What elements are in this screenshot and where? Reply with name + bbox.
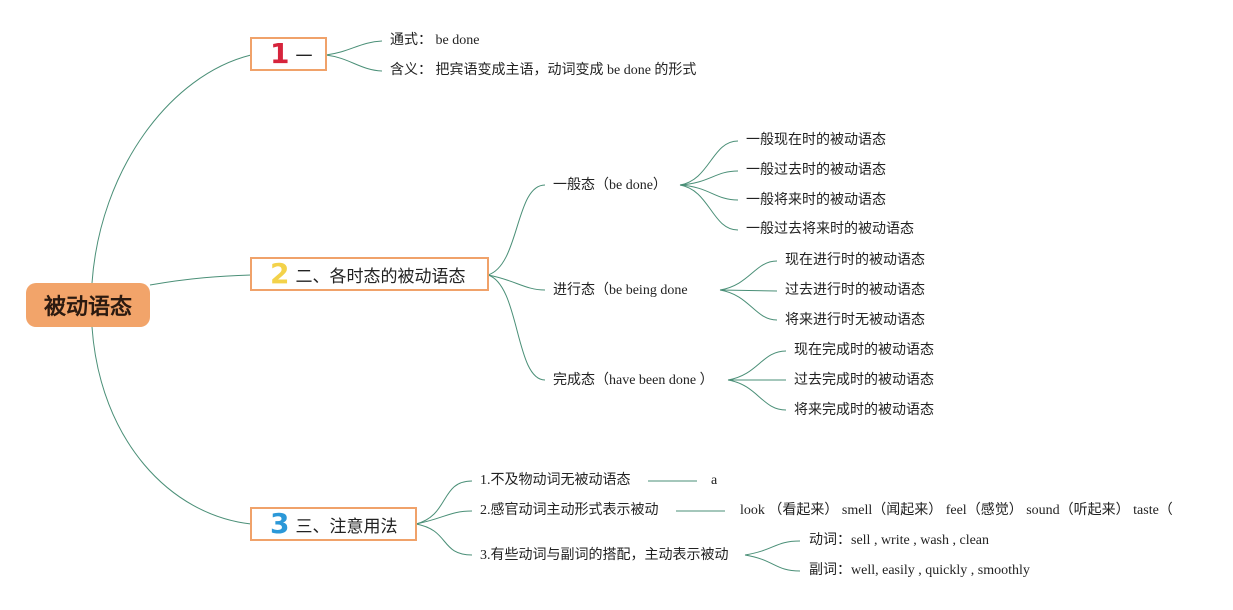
number-3-icon: 3 — [270, 507, 290, 540]
usage-1-node: 1.不及物动词无被动语态 — [480, 473, 631, 488]
leaf-perfect-present: 现在完成时的被动语态 — [794, 343, 934, 358]
usage-2-note: look （看起来） smell（闻起来） feel（感觉） sound（听起来… — [740, 503, 1173, 518]
formula-text: 通式： be done — [390, 33, 480, 48]
leaf-perfect-future: 将来完成时的被动语态 — [794, 403, 934, 418]
meaning-text: 含义： 把宾语变成主语，动词变成 be done 的形式 — [390, 63, 697, 78]
number-2-icon: 2 — [270, 257, 290, 290]
usage-1-note: a — [711, 473, 718, 488]
perfect-aspect-node: 完成态（have been done ） — [553, 373, 714, 388]
leaf-progressive-future: 将来进行时无被动语态 — [785, 313, 925, 328]
leaf-general-past-future: 一般过去将来时的被动语态 — [746, 222, 914, 237]
section-2-label: 二、各时态的被动语态 — [295, 266, 466, 287]
section-3-label: 三、注意用法 — [295, 516, 398, 537]
usage-3-node: 3.有些动词与副词的搭配，主动表示被动 — [480, 548, 729, 563]
section-2-node: 2 二、各时态的被动语态 — [250, 257, 489, 291]
leaf-perfect-past: 过去完成时的被动语态 — [794, 373, 934, 388]
usage-3-adverbs: 副词：well, easily , quickly , smoothly — [809, 563, 1030, 578]
section-1-node: 1 一 — [250, 37, 327, 71]
progressive-aspect-node: 进行态（be being done — [553, 283, 688, 298]
usage-3-verbs: 动词：sell , write , wash , clean — [809, 533, 990, 548]
leaf-progressive-present: 现在进行时的被动语态 — [785, 253, 925, 268]
section-1-label: 一 — [295, 46, 313, 67]
leaf-general-present: 一般现在时的被动语态 — [746, 133, 886, 148]
leaf-progressive-past: 过去进行时的被动语态 — [785, 283, 925, 298]
leaf-general-future: 一般将来时的被动语态 — [746, 193, 886, 208]
section-3-node: 3 三、注意用法 — [250, 507, 417, 541]
root-node: 被动语态 — [26, 283, 150, 327]
usage-2-node: 2.感官动词主动形式表示被动 — [480, 503, 659, 518]
number-1-icon: 1 — [270, 37, 290, 70]
general-aspect-node: 一般态（be done） — [553, 178, 667, 193]
leaf-general-past: 一般过去时的被动语态 — [746, 163, 886, 178]
